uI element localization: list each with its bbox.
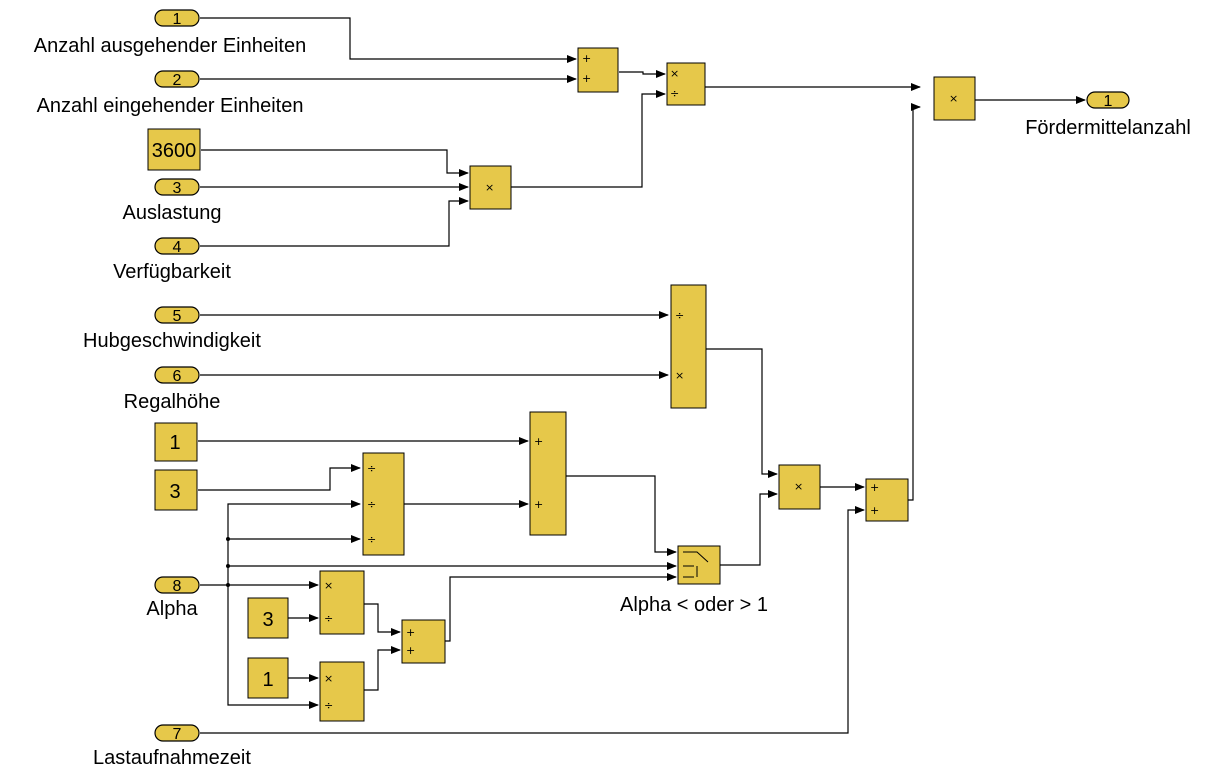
- inport-number: 1: [173, 11, 182, 28]
- divide-sign: ÷: [367, 533, 376, 546]
- times-sign: ×: [670, 67, 679, 80]
- inport-5[interactable]: 5 Hubgeschwindigkeit: [83, 306, 261, 352]
- constant-1-top[interactable]: 1: [154, 422, 198, 462]
- constant-value: 1: [262, 669, 273, 691]
- plus-sign: +: [534, 435, 543, 448]
- constant-1-bottom[interactable]: 1: [247, 657, 289, 699]
- inport-8[interactable]: 8 Alpha: [146, 576, 200, 620]
- inport-number: 4: [173, 239, 182, 256]
- inport-4[interactable]: 4 Verfügbarkeit: [113, 237, 231, 283]
- divide-sign: ÷: [367, 462, 376, 475]
- constant-value: 1: [169, 432, 180, 454]
- switch-label: Alpha < oder > 1: [620, 594, 768, 616]
- constant-value: 3600: [152, 140, 197, 162]
- inport-number: 3: [173, 180, 182, 197]
- times-sign: ×: [794, 480, 803, 493]
- inport-6[interactable]: 6 Regalhöhe: [124, 366, 221, 413]
- inport-label: Alpha: [146, 598, 198, 620]
- inport-number: 7: [173, 726, 182, 743]
- sum-block-4[interactable]: + +: [401, 619, 446, 664]
- inport-label: Hubgeschwindigkeit: [83, 330, 261, 352]
- switch-block[interactable]: Alpha < oder > 1: [620, 545, 768, 616]
- plus-sign: +: [870, 481, 879, 494]
- divide-sign: ÷: [324, 612, 333, 625]
- inport-7[interactable]: 7 Lastaufnahmezeit: [93, 724, 251, 769]
- inport-label: Anzahl eingehender Einheiten: [37, 95, 304, 117]
- constant-3-top[interactable]: 3: [154, 469, 198, 511]
- inport-label: Verfügbarkeit: [113, 261, 231, 283]
- divide-sign: ÷: [675, 309, 684, 322]
- divide-block-4[interactable]: × ÷: [319, 570, 365, 635]
- divide-block-1[interactable]: × ÷: [666, 62, 706, 106]
- divide-sign: ÷: [670, 87, 679, 100]
- inport-label: Anzahl ausgehender Einheiten: [34, 35, 306, 57]
- signal-lines: [198, 17, 1086, 734]
- outport-1[interactable]: 1 Fördermittelanzahl: [1025, 91, 1191, 139]
- constant-value: 3: [169, 481, 180, 503]
- times-sign: ×: [949, 92, 958, 105]
- times-sign: ×: [324, 579, 333, 592]
- times-sign: ×: [485, 181, 494, 194]
- divide-block-3[interactable]: ÷ ÷ ÷: [362, 452, 405, 556]
- sum-block-3[interactable]: + +: [529, 411, 567, 536]
- times-sign: ×: [675, 369, 684, 382]
- inport-2[interactable]: 2 Anzahl eingehender Einheiten: [37, 70, 304, 117]
- plus-sign: +: [870, 504, 879, 517]
- inport-number: 5: [173, 308, 182, 325]
- divide-block-5[interactable]: × ÷: [319, 661, 365, 722]
- product-block-final[interactable]: ×: [933, 76, 976, 121]
- constant-3600[interactable]: 3600: [147, 128, 201, 171]
- plus-sign: +: [406, 626, 415, 639]
- outport-label: Fördermittelanzahl: [1025, 117, 1191, 139]
- plus-sign: +: [582, 52, 591, 65]
- inport-3[interactable]: 3 Auslastung: [123, 178, 222, 224]
- divide-sign: ÷: [367, 498, 376, 511]
- sum-block-5[interactable]: + +: [865, 478, 909, 522]
- inport-1[interactable]: 1 Anzahl ausgehender Einheiten: [34, 9, 306, 57]
- inport-number: 8: [173, 578, 182, 595]
- times-sign: ×: [324, 672, 333, 685]
- inport-label: Lastaufnahmezeit: [93, 747, 251, 769]
- inport-number: 6: [173, 368, 182, 385]
- plus-sign: +: [582, 72, 591, 85]
- constant-3-bottom[interactable]: 3: [247, 597, 289, 639]
- divide-sign: ÷: [324, 699, 333, 712]
- constant-value: 3: [262, 609, 273, 631]
- inport-label: Auslastung: [123, 202, 222, 224]
- plus-sign: +: [534, 498, 543, 511]
- inport-number: 2: [173, 72, 182, 89]
- outport-number: 1: [1104, 93, 1113, 110]
- divide-block-2[interactable]: ÷ ×: [670, 284, 707, 409]
- product-block-3[interactable]: ×: [778, 464, 821, 510]
- sum-block-1[interactable]: + +: [577, 47, 619, 93]
- product-block-1[interactable]: ×: [469, 165, 512, 210]
- plus-sign: +: [406, 644, 415, 657]
- inport-label: Regalhöhe: [124, 391, 221, 413]
